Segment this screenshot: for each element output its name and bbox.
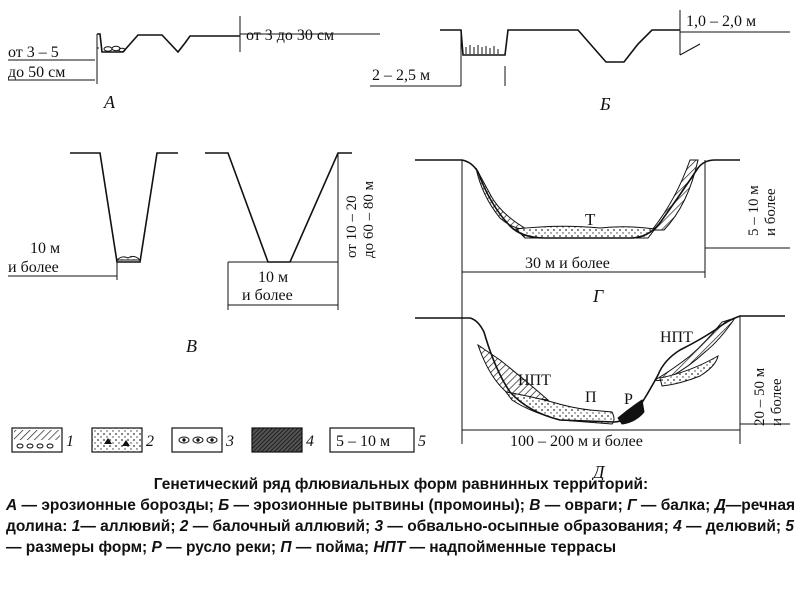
panel-a-dim-left-bottom: до 50 см: [8, 64, 65, 81]
panel-v-dim-width-left-2: и более: [8, 259, 59, 276]
panel-a-dim-left-top: от 3 – 5: [8, 44, 59, 61]
panel-a-dim-right: от 3 до 30 см: [246, 27, 334, 44]
panel-b-letter: Б: [599, 94, 611, 114]
panel-g-dim-depth-1: 5 – 10 м: [746, 185, 762, 236]
caption-part: — обвально-осыпные образования;: [383, 518, 674, 535]
legend-item-4: 4: [251, 427, 314, 453]
caption-part: П: [280, 539, 292, 556]
panel-g-bottom-label: Т: [585, 210, 596, 229]
caption-part: — пойма;: [291, 539, 374, 556]
caption-part: 3: [374, 518, 384, 535]
caption-body: А — эрозионные борозды; Б — эрозионные р…: [6, 495, 796, 558]
panel-d-letter: Д: [591, 462, 606, 480]
legend-num-5: 5: [418, 433, 426, 450]
legend-num-1: 1: [66, 433, 74, 450]
panel-g-dim-depth-2: и более: [763, 188, 779, 236]
panel-d-terrace-left: НПТ: [518, 372, 551, 389]
caption-part: Р: [151, 539, 162, 556]
panel-g: Т 30 м и более Г 5 – 10 м и более: [415, 159, 790, 444]
caption-part: Г: [627, 497, 637, 514]
panel-v: В 10 м и более 10 м и более от 10 – 20 д…: [8, 152, 377, 356]
panel-v-dim-depth-2: до 60 – 80 м: [361, 180, 377, 258]
panel-d-channel: Р: [624, 391, 633, 408]
caption-part: — надпойменные террасы: [405, 539, 617, 556]
caption-part: — аллювий;: [80, 518, 180, 535]
panel-v-dim-depth-1: от 10 – 20: [344, 195, 360, 258]
legend-item-2: 2: [91, 427, 154, 453]
caption-part: — овраги;: [540, 497, 628, 514]
figure-caption: Генетический ряд флювиальных форм равнин…: [6, 474, 796, 558]
legend-item-5: 5 – 10 м 5: [329, 427, 426, 453]
caption-part: — размеры форм;: [6, 539, 152, 556]
panel-v-dim-width-bottom-2: и более: [242, 287, 293, 304]
caption-part: Б: [218, 497, 230, 514]
caption-part: В: [529, 497, 541, 514]
caption-part: — эрозионные рытвины (промоины);: [229, 497, 530, 514]
panel-d-dim-width: 100 – 200 м и более: [510, 433, 643, 450]
caption-title: Генетический ряд флювиальных форм равнин…: [153, 476, 649, 493]
panel-d-floodplain: П: [585, 389, 597, 406]
panel-g-letter: Г: [592, 286, 604, 306]
panel-b: Б 2 – 2,5 м 1,0 – 2,0 м: [370, 10, 790, 114]
caption-part: — русло реки;: [161, 539, 281, 556]
caption-part: А: [6, 497, 18, 514]
panel-v-dim-width-bottom-1: 10 м: [258, 269, 288, 286]
panel-g-dim-width: 30 м и более: [525, 255, 610, 272]
panel-d-terrace-right: НПТ: [660, 329, 693, 346]
caption-part: — балка;: [636, 497, 715, 514]
caption-part: Д: [714, 497, 726, 514]
caption-part: 1: [71, 518, 81, 535]
caption-part: НПТ: [373, 539, 406, 556]
panel-d: НПТ НПТ П Р 100 – 200 м и более Д 20 – 5…: [415, 315, 790, 480]
panel-d-dim-depth-2: и более: [769, 378, 785, 426]
panel-a-letter: А: [103, 92, 116, 112]
panel-a: А от 3 – 5 до 50 см от 3 до 30 см: [8, 16, 380, 112]
caption-part: — балочный аллювий;: [188, 518, 375, 535]
panel-v-letter: В: [186, 336, 197, 356]
caption-part: 5: [785, 518, 795, 535]
legend-num-2: 2: [146, 433, 154, 450]
caption-part: — эрозионные борозды;: [17, 497, 219, 514]
legend-num-3: 3: [225, 433, 234, 450]
panel-b-dim-left: 2 – 2,5 м: [372, 67, 430, 84]
legend-item-3: 3: [171, 427, 234, 453]
fluvial-forms-diagram: А от 3 – 5 до 50 см от 3 до 30 см: [8, 10, 790, 480]
legend-item-1: 1: [11, 427, 74, 453]
caption-part: —речная долина:: [6, 497, 796, 535]
caption-part: 2: [179, 518, 189, 535]
caption-part: 4: [673, 518, 682, 535]
panel-v-dim-width-left-1: 10 м: [30, 240, 60, 257]
panel-b-dim-right: 1,0 – 2,0 м: [686, 13, 756, 30]
panel-d-dim-depth-1: 20 – 50 м: [752, 367, 768, 426]
legend-text-5: 5 – 10 м: [336, 433, 390, 450]
caption-part: — делювий;: [681, 518, 786, 535]
legend-num-4: 4: [306, 433, 314, 450]
legend: 1 2 3 4 5 – 10 м 5: [11, 427, 426, 453]
